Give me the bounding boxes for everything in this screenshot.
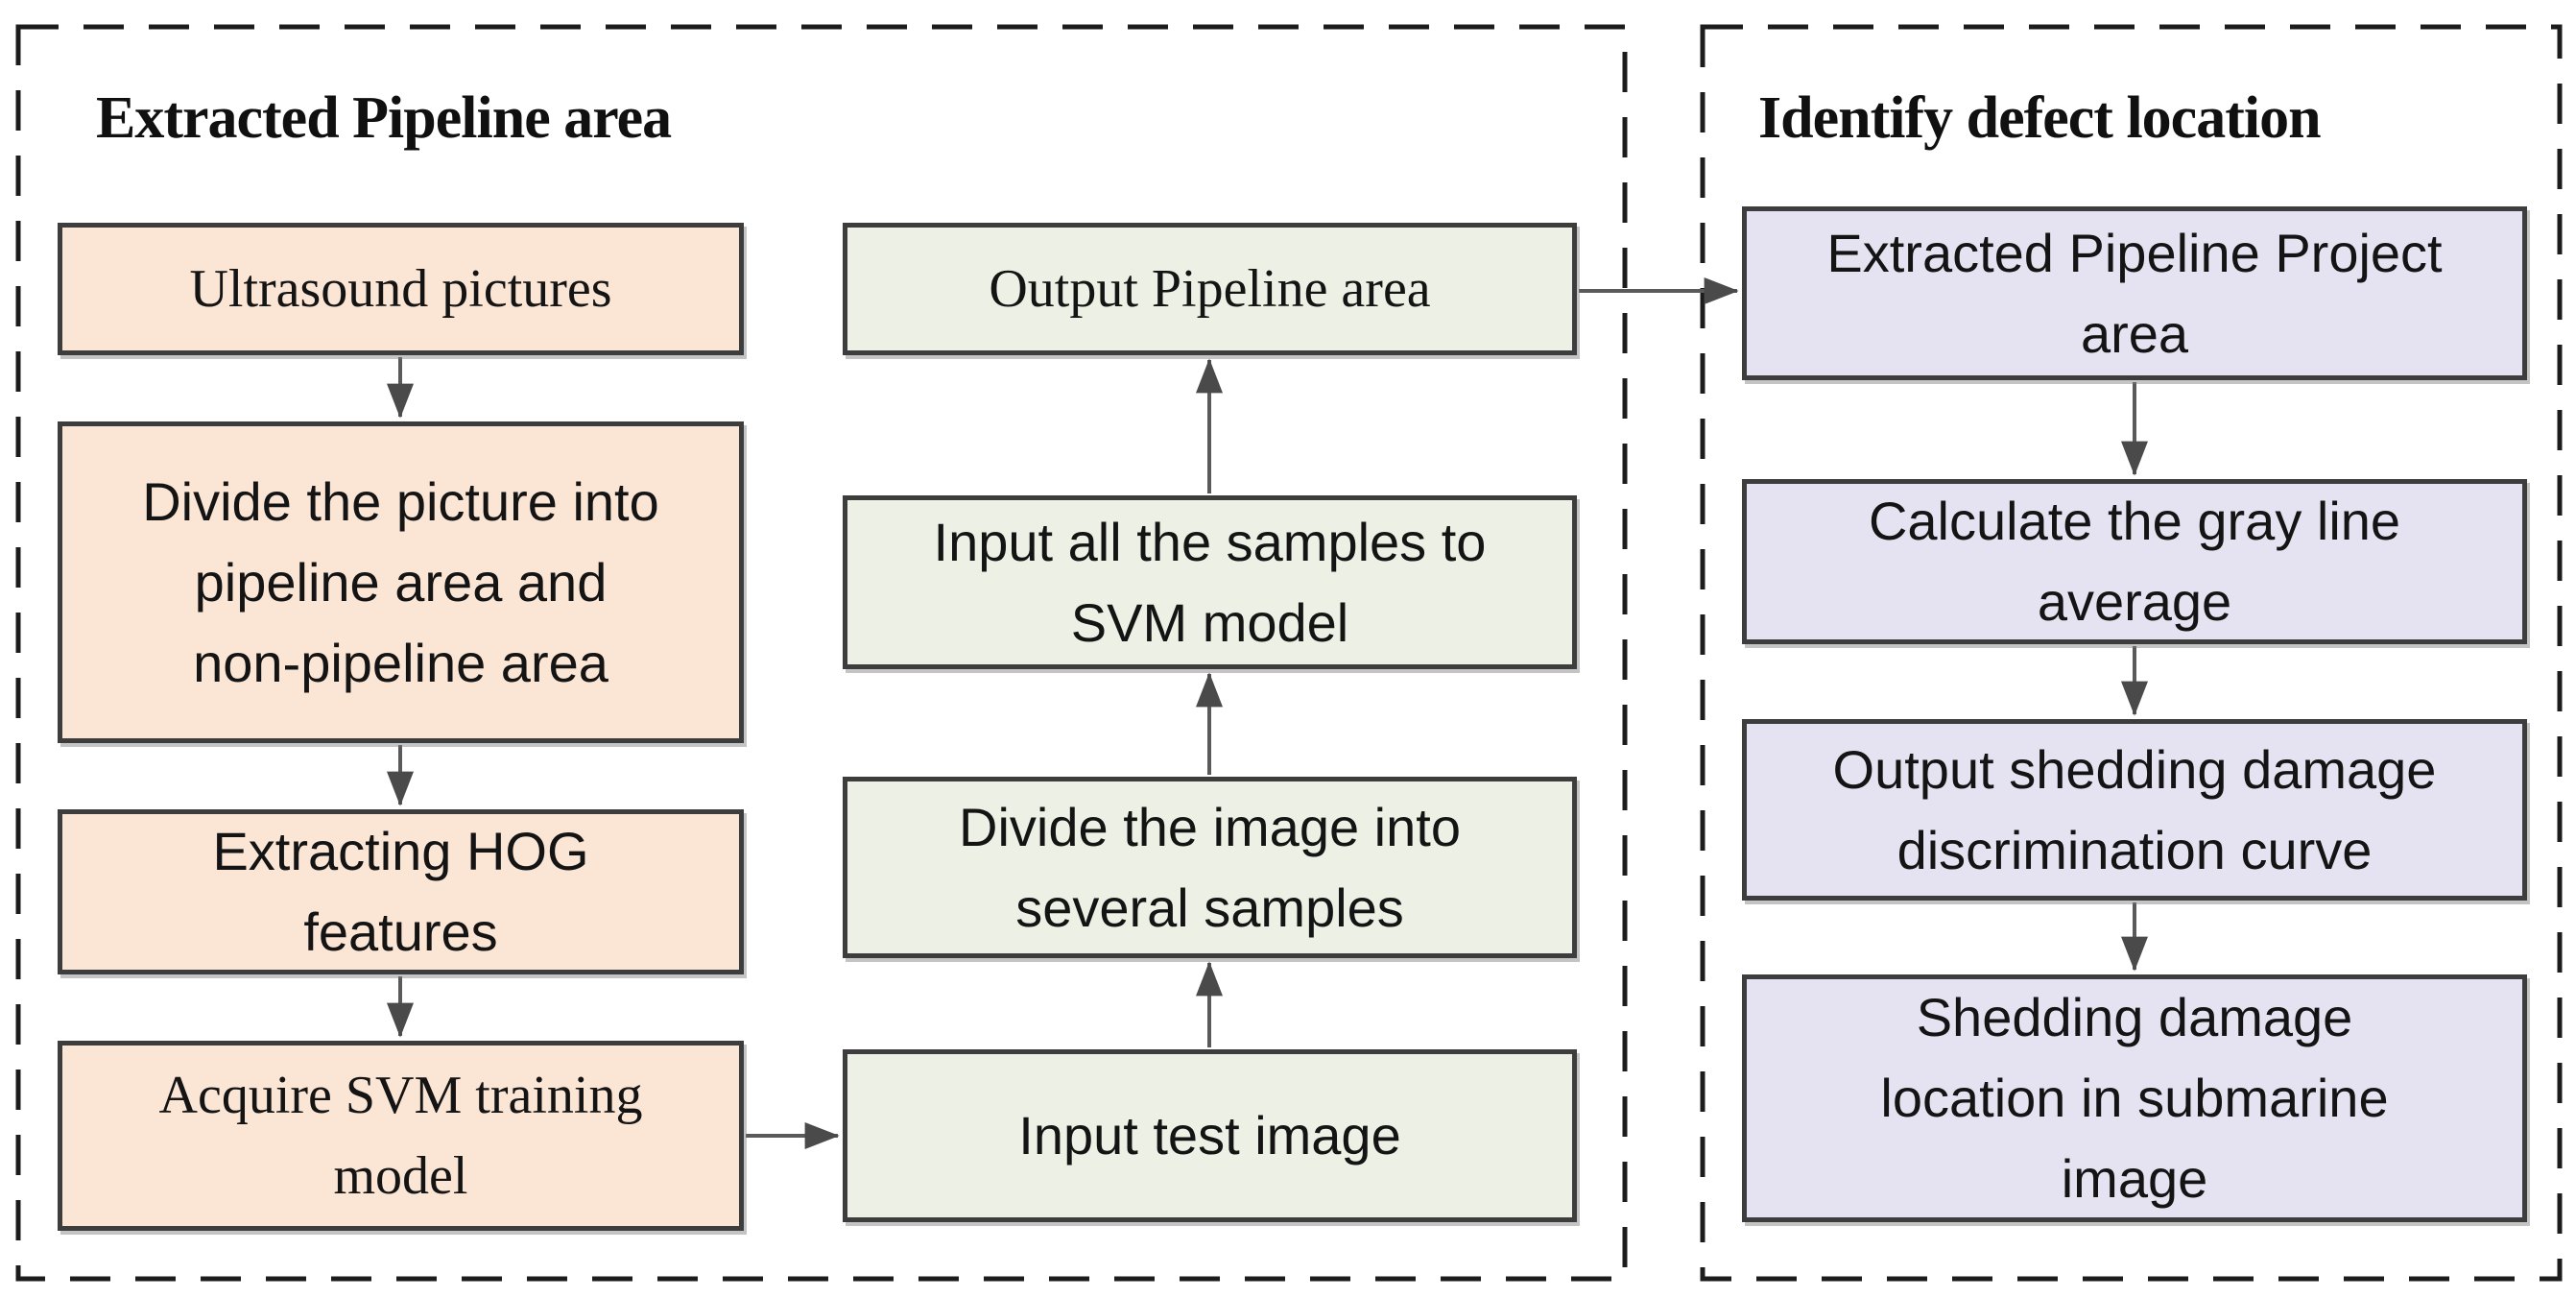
node-label: Shedding damage location in submarine im… [1880,987,2389,1209]
node-ultrasound-pictures: Ultrasound pictures [58,223,744,355]
node-input-test-image: Input test image [843,1049,1577,1222]
node-output-pipeline-area: Output Pipeline area [843,223,1577,355]
node-label: Divide the picture into pipeline area an… [142,470,659,693]
node-label: Calculate the gray line average [1868,491,2401,632]
node-label: Ultrasound pictures [189,259,612,319]
left-panel-dashed-border [15,24,1628,1282]
node-label: Input test image [1018,1105,1401,1166]
node-output-shedding-curve: Output shedding damage discrimination cu… [1742,719,2527,901]
node-shedding-location: Shedding damage location in submarine im… [1742,974,2527,1222]
node-label: Divide the image into several samples [959,796,1461,938]
node-acquire-svm-training-model: Acquire SVM training model [58,1041,744,1231]
node-input-samples-svm: Input all the samples to SVM model [843,495,1577,669]
node-label: Input all the samples to SVM model [933,511,1487,653]
node-label: Output shedding damage discrimination cu… [1832,738,2437,880]
node-label: Output Pipeline area [989,259,1431,319]
right-panel-dashed-border [1700,24,2563,1282]
node-divide-picture: Divide the picture into pipeline area an… [58,421,744,743]
node-divide-image-samples: Divide the image into several samples [843,777,1577,958]
node-calculate-gray-line-average: Calculate the gray line average [1742,479,2527,644]
right-panel-title: Identify defect location [1758,85,2322,151]
node-extracted-pipeline-project-area: Extracted Pipeline Project area [1742,206,2527,380]
node-label: Extracted Pipeline Project area [1826,222,2443,364]
node-extracting-hog: Extracting HOG features [58,809,744,974]
node-label: Acquire SVM training model [158,1066,643,1206]
left-panel-title: Extracted Pipeline area [96,85,672,151]
node-label: Extracting HOG features [212,821,589,962]
